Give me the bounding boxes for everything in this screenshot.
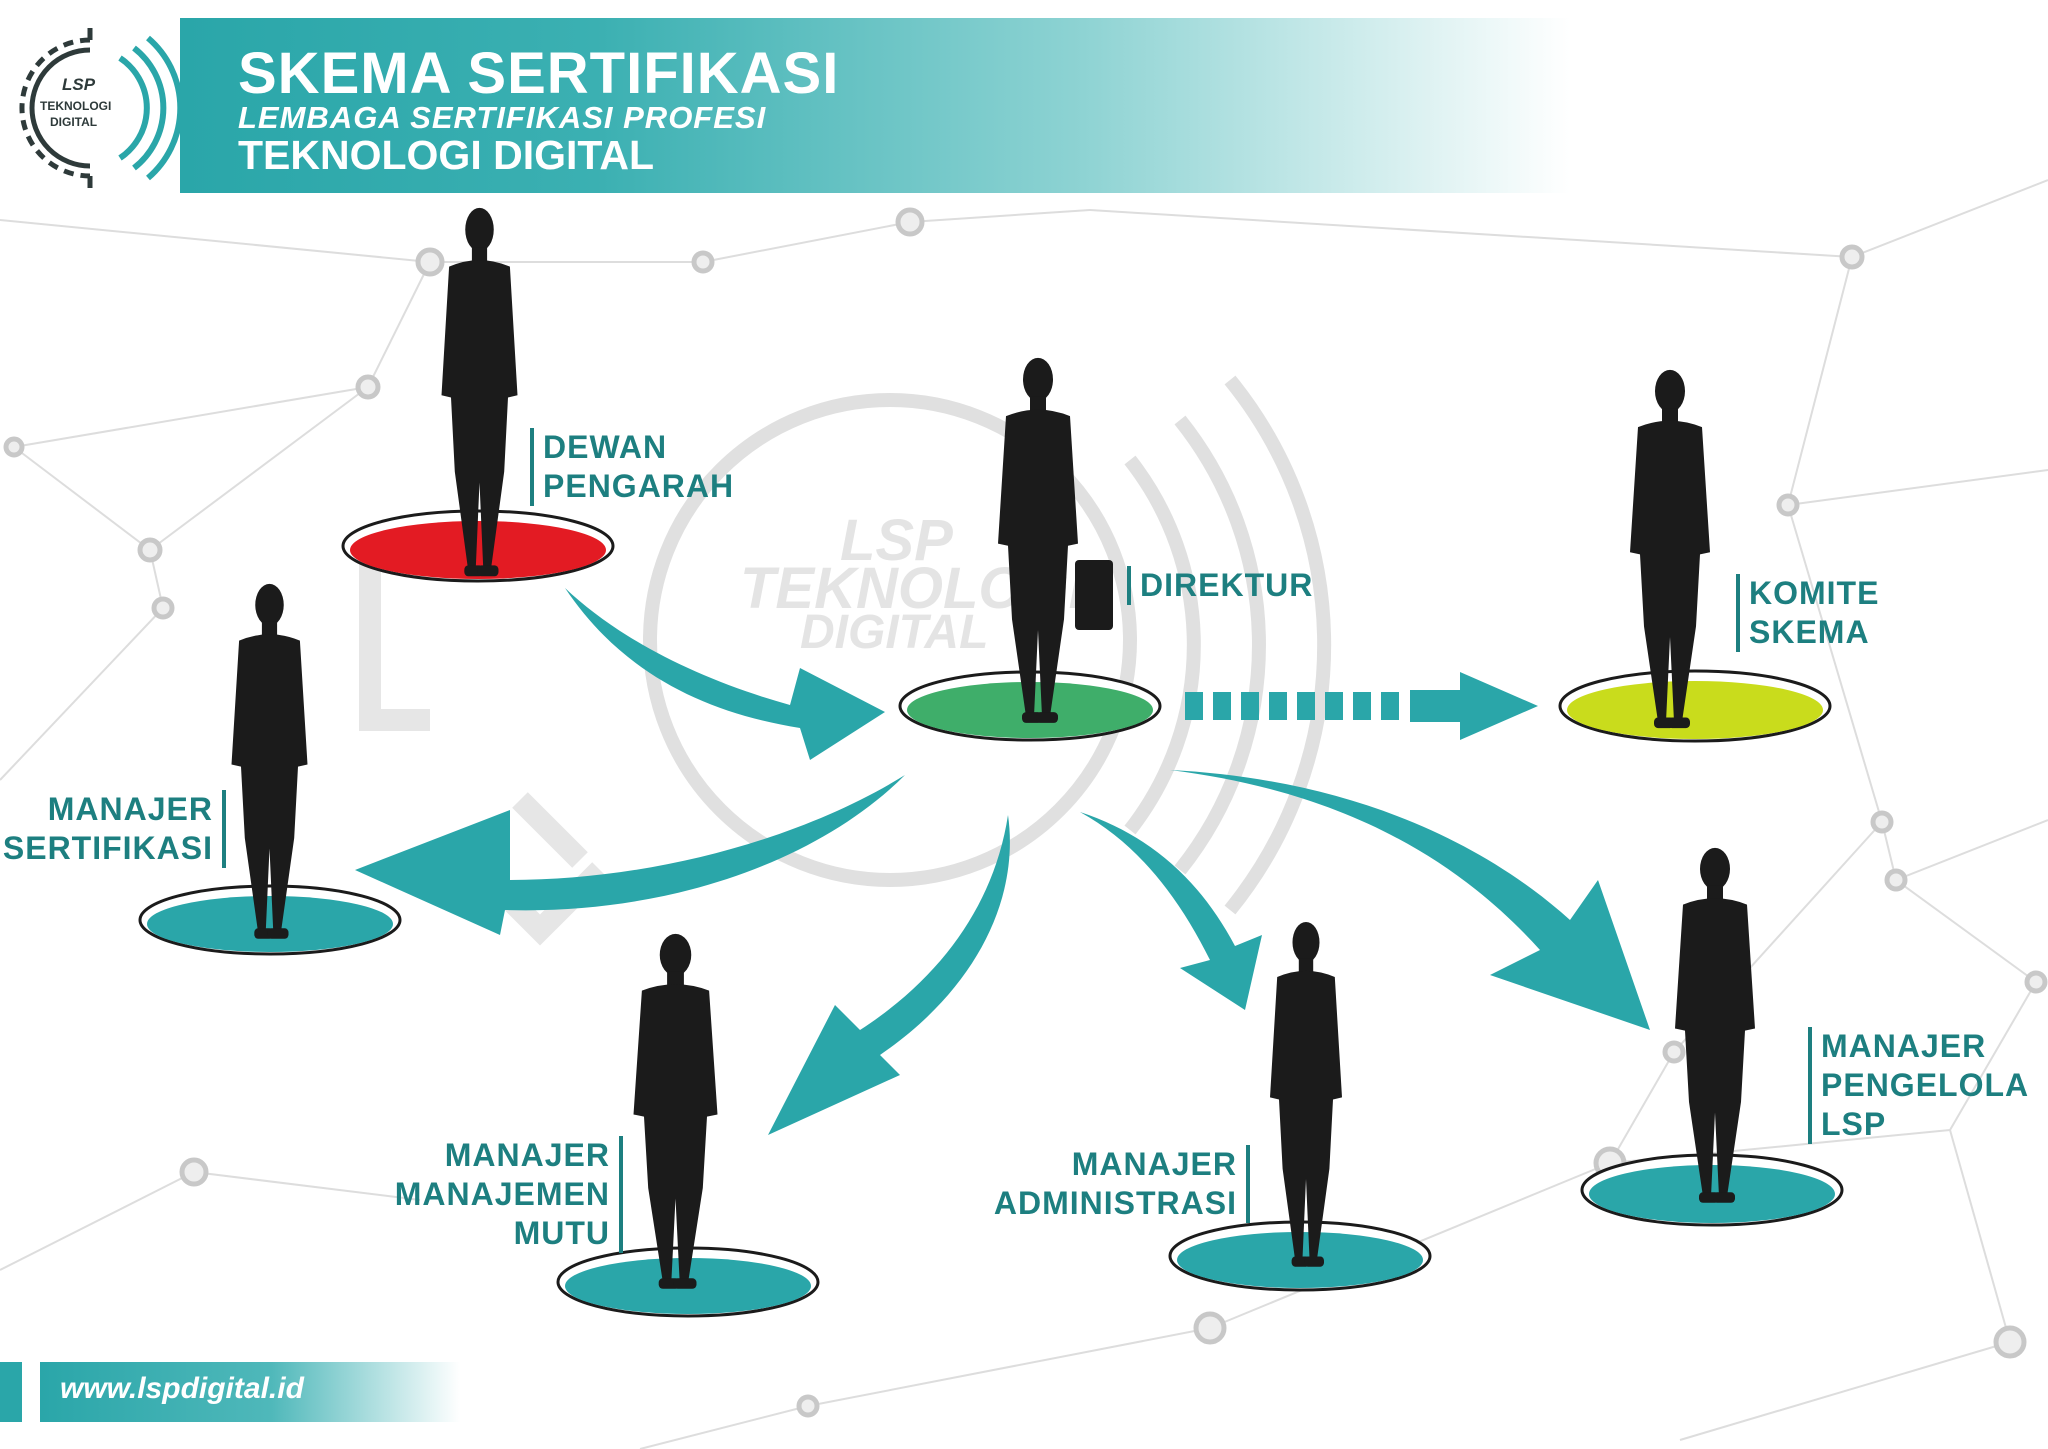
role-direktur-line1: DIREKTUR (1140, 567, 1314, 603)
role-mutu-line3: MUTU (513, 1215, 610, 1251)
logo-line2: TEKNOLOGI (40, 99, 111, 113)
page-subtitle: LEMBAGA SERTIFIKASI PROFESI (238, 100, 767, 135)
arrow-dash (1213, 692, 1231, 720)
arrow-direktur-sertifikasi (355, 775, 905, 935)
role-komite-line1: KOMITE (1749, 575, 1880, 611)
role-manajer-pengelola: MANAJER PENGELOLA LSP (1808, 1027, 2029, 1144)
footer-website-link[interactable]: www.lspdigital.id (60, 1372, 304, 1405)
arrow-dash (1381, 692, 1399, 720)
header-banner (180, 18, 1570, 193)
role-sertifikasi-line2: SERTIFIKASI (2, 830, 213, 866)
role-manajer-administrasi: MANAJER ADMINISTRASI (994, 1145, 1250, 1223)
role-manajer-mutu: MANAJER MANAJEMEN MUTU (395, 1136, 623, 1253)
arrow-dash (1269, 692, 1287, 720)
arrow-dash (1353, 692, 1371, 720)
lsp-logo: LSP TEKNOLOGI DIGITAL (19, 28, 180, 188)
role-mutu-line1: MANAJER (444, 1137, 610, 1173)
platform-dewan (350, 521, 606, 579)
role-komite-line2: SKEMA (1749, 614, 1870, 650)
role-sertifikasi-line1: MANAJER (47, 791, 213, 827)
role-pengelola-line2: PENGELOLA (1821, 1067, 2030, 1103)
role-administrasi-line1: MANAJER (1071, 1146, 1237, 1182)
logo-line3: DIGITAL (50, 115, 97, 129)
footer-banner (40, 1362, 460, 1422)
arrow-dash (1241, 692, 1259, 720)
page-title: SKEMA SERTIFIKASI (238, 41, 840, 106)
role-administrasi-line2: ADMINISTRASI (993, 1185, 1237, 1221)
arrow-direktur-pengelola (1170, 770, 1650, 1030)
arrow-dewan-direktur (565, 588, 885, 760)
arrow-dash (1185, 692, 1203, 720)
arrow-direktur-administrasi (1080, 812, 1262, 1010)
role-mutu-line2: MANAJEMEN (394, 1176, 610, 1212)
arrow-dash (1297, 692, 1315, 720)
person-pengelola-icon (1675, 847, 1755, 1203)
role-dewan-pengarah: DEWAN PENGARAH (530, 428, 734, 506)
role-direktur: DIREKTUR (1127, 566, 1313, 605)
arrow-direktur-mutu (768, 815, 1010, 1135)
platform-komite (1567, 681, 1823, 739)
role-pengelola-line1: MANAJER (1821, 1028, 1987, 1064)
role-dewan-line2: PENGARAH (543, 468, 735, 504)
role-dewan-line1: DEWAN (543, 429, 668, 465)
watermark-line1: LSP (840, 508, 953, 573)
page-subtitle-2: TEKNOLOGI DIGITAL (238, 132, 655, 178)
watermark-line3: DIGITAL (800, 606, 988, 659)
person-administrasi-icon (1270, 921, 1342, 1267)
person-direktur-icon (998, 357, 1078, 723)
person-mutu-icon (633, 933, 718, 1289)
footer-accent (0, 1362, 22, 1422)
arrow-direktur-komite (1410, 672, 1538, 740)
briefcase-icon (1075, 560, 1113, 630)
platform-sertifikasi (147, 896, 393, 952)
arrow-dash (1325, 692, 1343, 720)
role-manajer-sertifikasi: MANAJER SERTIFIKASI (3, 790, 226, 868)
logo-line1: LSP (62, 75, 96, 94)
role-komite-skema: KOMITE SKEMA (1736, 574, 1879, 652)
role-pengelola-line3: LSP (1821, 1106, 1887, 1142)
